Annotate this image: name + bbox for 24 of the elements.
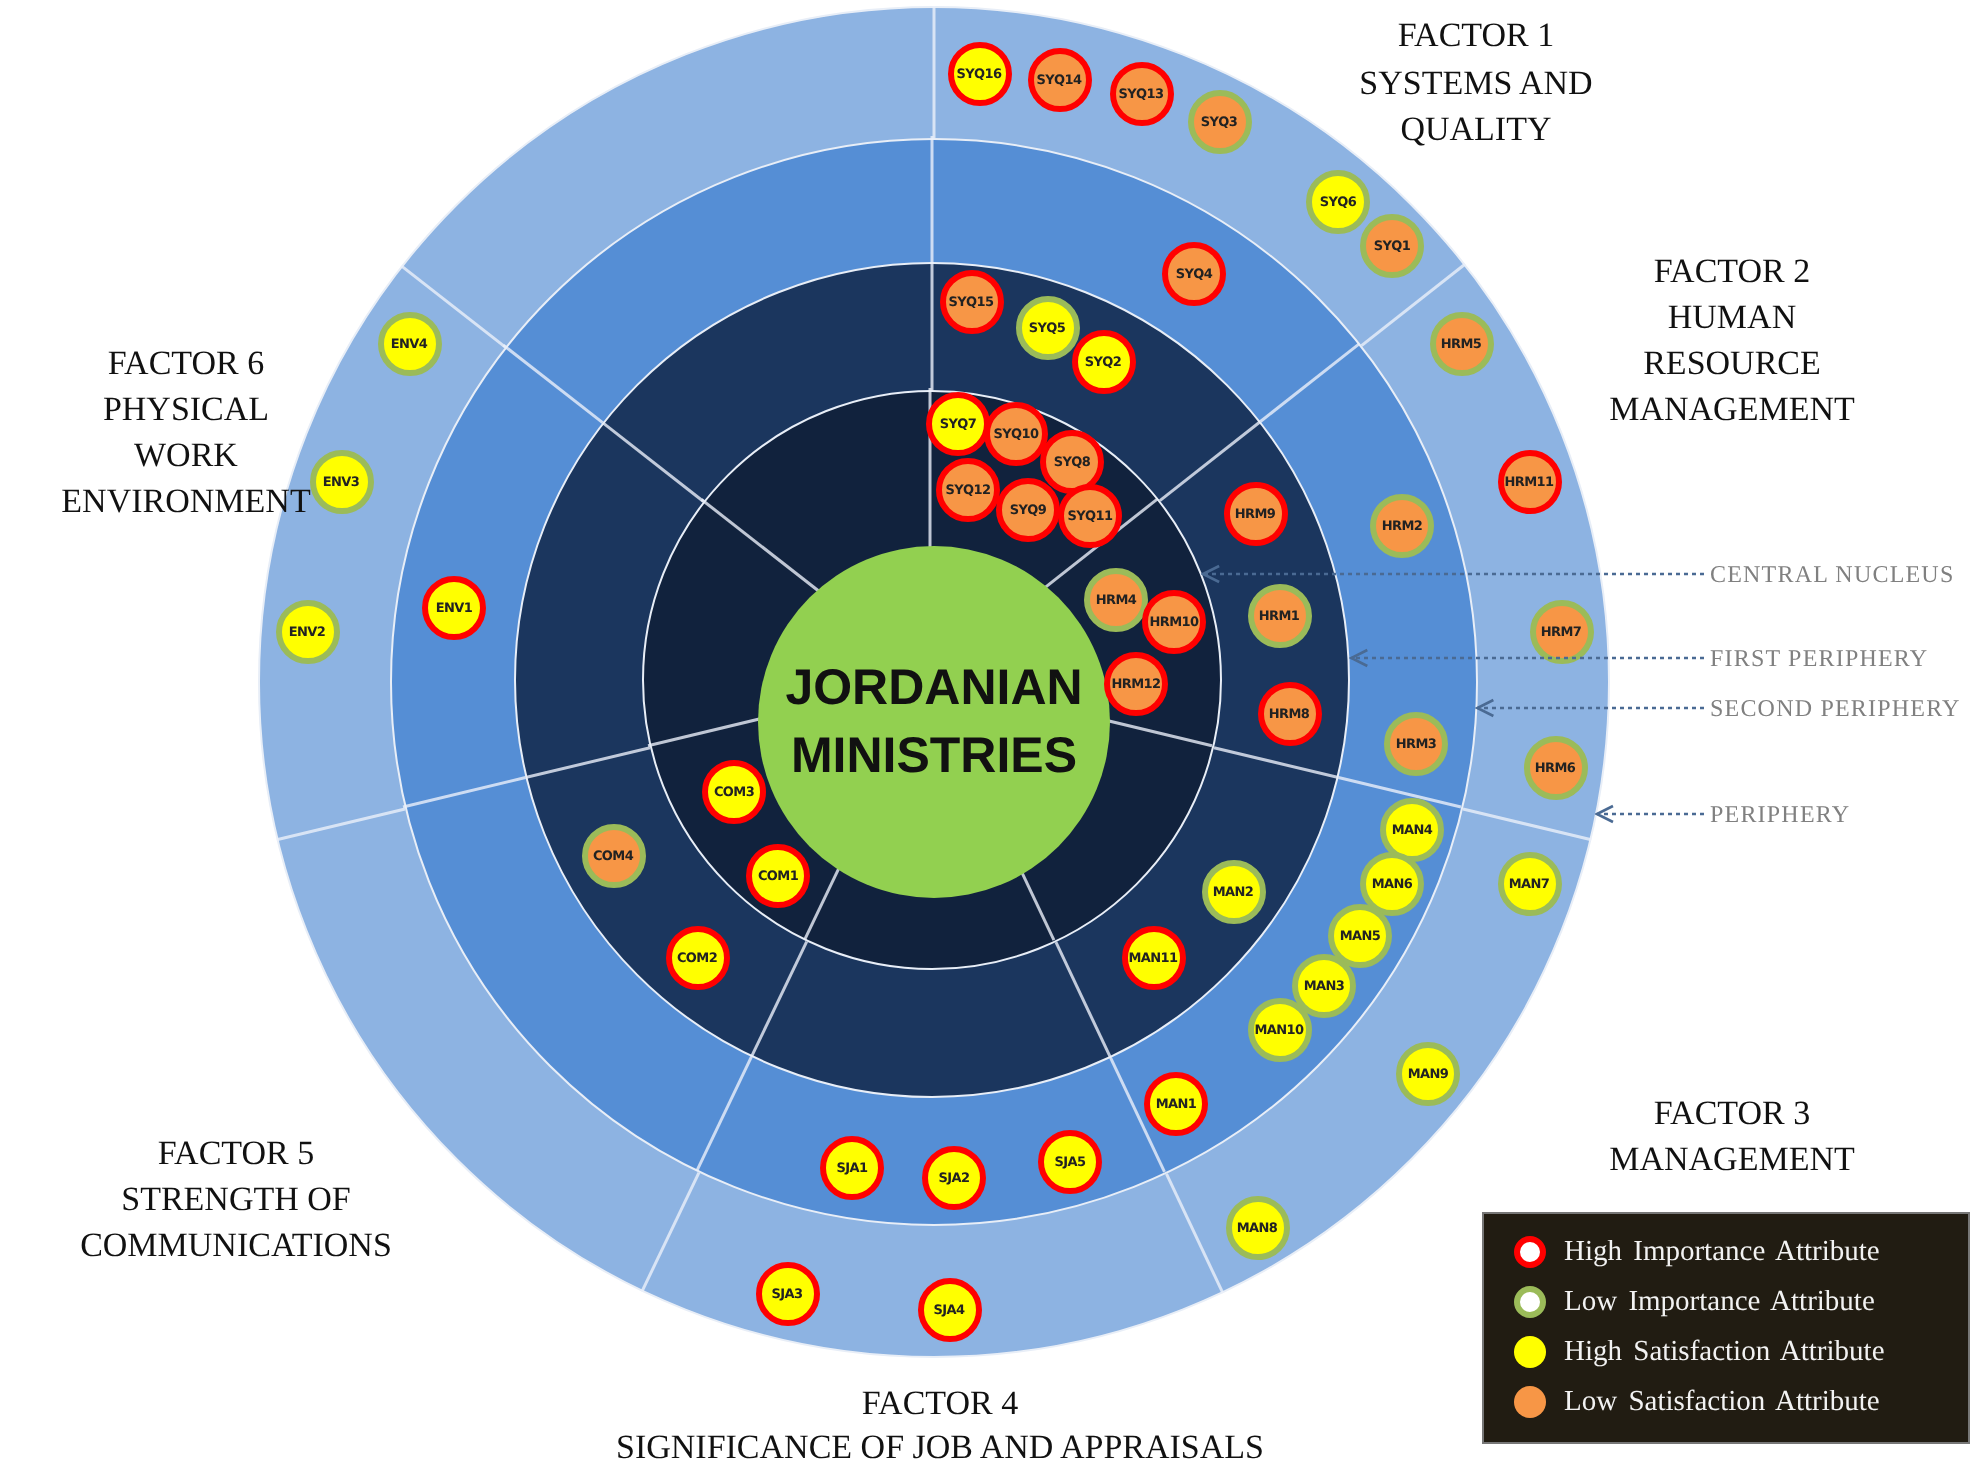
factor-label: HUMAN RESOURCE MANAGEMENT — [1608, 296, 1856, 432]
legend-label: Low Satisfaction Attribute — [1564, 1384, 1880, 1420]
legend-label: Low Importance Attribute — [1564, 1284, 1875, 1320]
callout-label: CENTRAL NUCLEUS — [1710, 558, 1955, 590]
legend-label: High Importance Attribute — [1564, 1234, 1880, 1270]
factor-label: SIGNIFICANCE OF JOB AND APPRAISALS — [613, 1426, 1266, 1470]
factor-label: FACTOR 2 — [1651, 250, 1813, 294]
leader-arrow — [1476, 698, 1704, 718]
leader-arrow — [1201, 564, 1704, 584]
factor-label: FACTOR 5 — [155, 1132, 317, 1176]
leader-arrow — [1350, 648, 1704, 668]
factor-label: FACTOR 1 — [1395, 14, 1557, 58]
legend-label: High Satisfaction Attribute — [1564, 1334, 1885, 1370]
factor-label: FACTOR 6 — [105, 342, 267, 386]
callout-label: FIRST PERIPHERY — [1710, 642, 1929, 674]
factor-label: SYSTEMS AND QUALITY — [1357, 62, 1595, 152]
callout-label: PERIPHERY — [1710, 798, 1851, 830]
factor-label: STRENGTH OF COMMUNICATIONS — [78, 1178, 394, 1268]
leader-arrow — [1595, 804, 1704, 824]
callout-label: SECOND PERIPHERY — [1710, 692, 1961, 724]
factor-label: MANAGEMENT — [1607, 1138, 1857, 1182]
factor-label: PHYSICAL WORK ENVIRONMENT — [59, 388, 313, 524]
factor-label: FACTOR 3 — [1651, 1092, 1813, 1136]
factor-label: FACTOR 4 — [859, 1382, 1021, 1426]
